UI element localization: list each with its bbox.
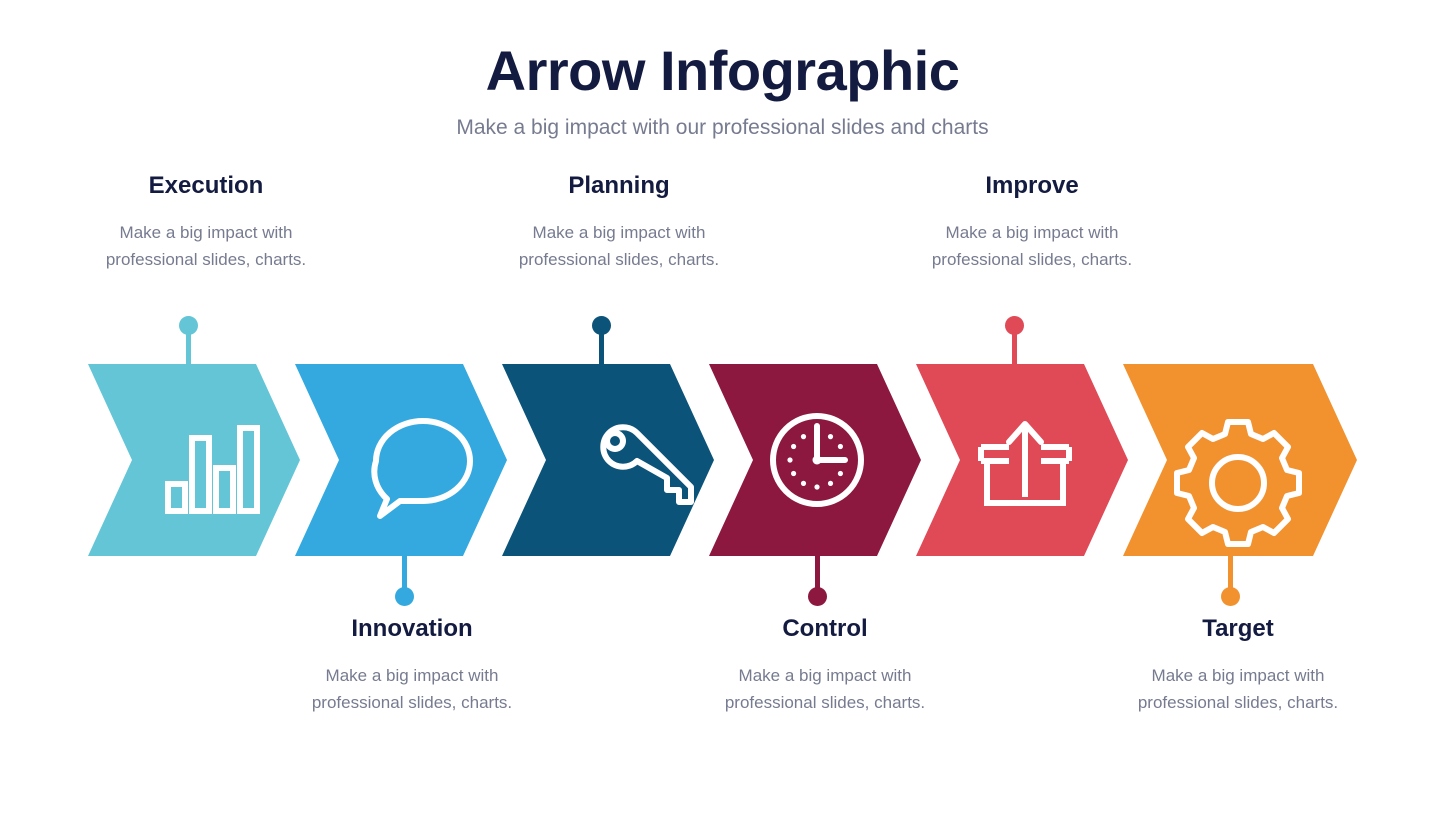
connector-line: [1011, 324, 1017, 366]
arrow-segment-improve[interactable]: [916, 364, 1128, 556]
step-title: Innovation: [351, 615, 473, 642]
arrow-segment-innovation[interactable]: [295, 364, 507, 556]
step-title: Planning: [568, 172, 670, 199]
step-label-execution: Execution Make a big impact with profess…: [83, 172, 329, 273]
arrow-segment-control[interactable]: [709, 364, 921, 556]
step-label-improve: Improve Make a big impact with professio…: [909, 172, 1155, 273]
step-description: Make a big impact with professional slid…: [931, 222, 1133, 269]
connector-line: [1227, 556, 1233, 598]
connector-line: [185, 324, 191, 366]
connector-line: [814, 556, 820, 598]
connector-dot: [1220, 587, 1240, 606]
step-label-target: Target Make a big impact with profession…: [1115, 615, 1361, 716]
arrow-segment-execution[interactable]: [88, 364, 300, 556]
gear-icon: [1174, 419, 1302, 547]
connector-dot: [807, 587, 827, 606]
step-title: Target: [1202, 615, 1274, 642]
connector-dot: [394, 587, 414, 606]
step-description: Make a big impact with professional slid…: [105, 222, 307, 269]
step-title: Execution: [148, 172, 264, 199]
speech-bubble-icon: [371, 418, 473, 519]
step-description: Make a big impact with professional slid…: [518, 222, 720, 269]
connector-line: [598, 324, 604, 366]
step-label-planning: Planning Make a big impact with professi…: [496, 172, 742, 273]
step-description: Make a big impact with professional slid…: [311, 665, 513, 712]
step-label-innovation: Innovation Make a big impact with profes…: [289, 615, 535, 716]
bar-chart-icon: [165, 425, 260, 514]
page-subtitle: Make a big impact with our professional …: [456, 115, 989, 139]
step-description: Make a big impact with professional slid…: [1137, 665, 1339, 712]
connector-line: [401, 556, 407, 598]
page-title: Arrow Infographic: [485, 39, 960, 102]
clock-icon: [770, 413, 864, 507]
arrow-segment-planning[interactable]: [502, 364, 714, 556]
step-label-control: Control Make a big impact with professio…: [702, 615, 948, 716]
step-description: Make a big impact with professional slid…: [724, 665, 926, 712]
step-title: Control: [782, 615, 868, 642]
upload-box-icon: [978, 421, 1072, 506]
arrow-segment-target[interactable]: [1123, 364, 1357, 556]
step-title: Improve: [985, 172, 1079, 199]
key-icon: [600, 424, 694, 505]
arrow-chevron-band: [88, 364, 1357, 556]
header: Arrow Infographic Make a big impact with…: [0, 40, 1445, 140]
